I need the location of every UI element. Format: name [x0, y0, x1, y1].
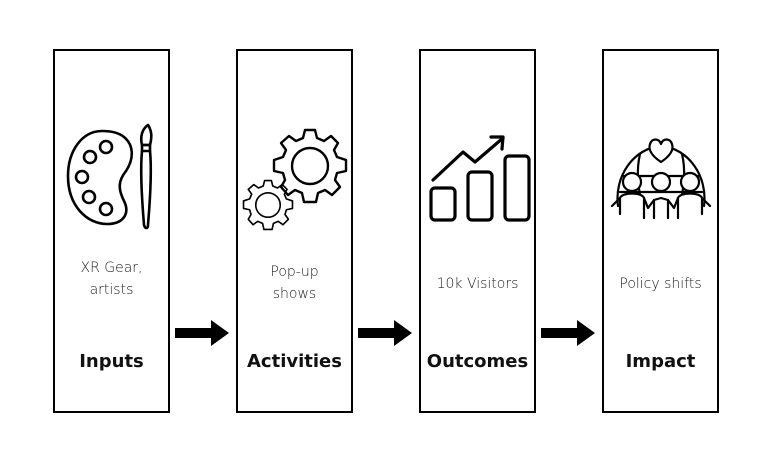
growth-chart-icon [421, 121, 534, 231]
stage-title: Inputs [79, 351, 144, 372]
palette-brush-icon [55, 121, 168, 231]
community-heart-icon [604, 121, 717, 231]
description-line: shows [272, 286, 317, 302]
gears-icon [238, 121, 351, 231]
stage-title: Impact [625, 351, 696, 372]
stage-outcomes: 10k Visitors Outcomes [419, 49, 536, 413]
arrow-right-icon [358, 320, 412, 346]
stage-description: 10k Visitors [421, 273, 534, 295]
arrow-right-icon [175, 320, 229, 346]
description-line: 10k Visitors [436, 276, 519, 292]
stage-activities: Pop-up shows Activities [236, 49, 353, 413]
stage-impact: Policy shifts Impact [602, 49, 719, 413]
stage-description: XR Gear, artists [55, 257, 168, 301]
stage-title: Activities [247, 351, 342, 372]
stage-description: Policy shifts [604, 273, 717, 295]
description-line: artists [89, 282, 134, 298]
stage-description: Pop-up shows [238, 261, 351, 305]
description-line: XR Gear, [80, 260, 143, 276]
description-line: Policy shifts [619, 276, 702, 292]
stage-title: Outcomes [426, 351, 529, 372]
description-line: Pop-up [270, 264, 319, 280]
arrow-right-icon [541, 320, 595, 346]
stage-inputs: XR Gear, artists Inputs [53, 49, 170, 413]
